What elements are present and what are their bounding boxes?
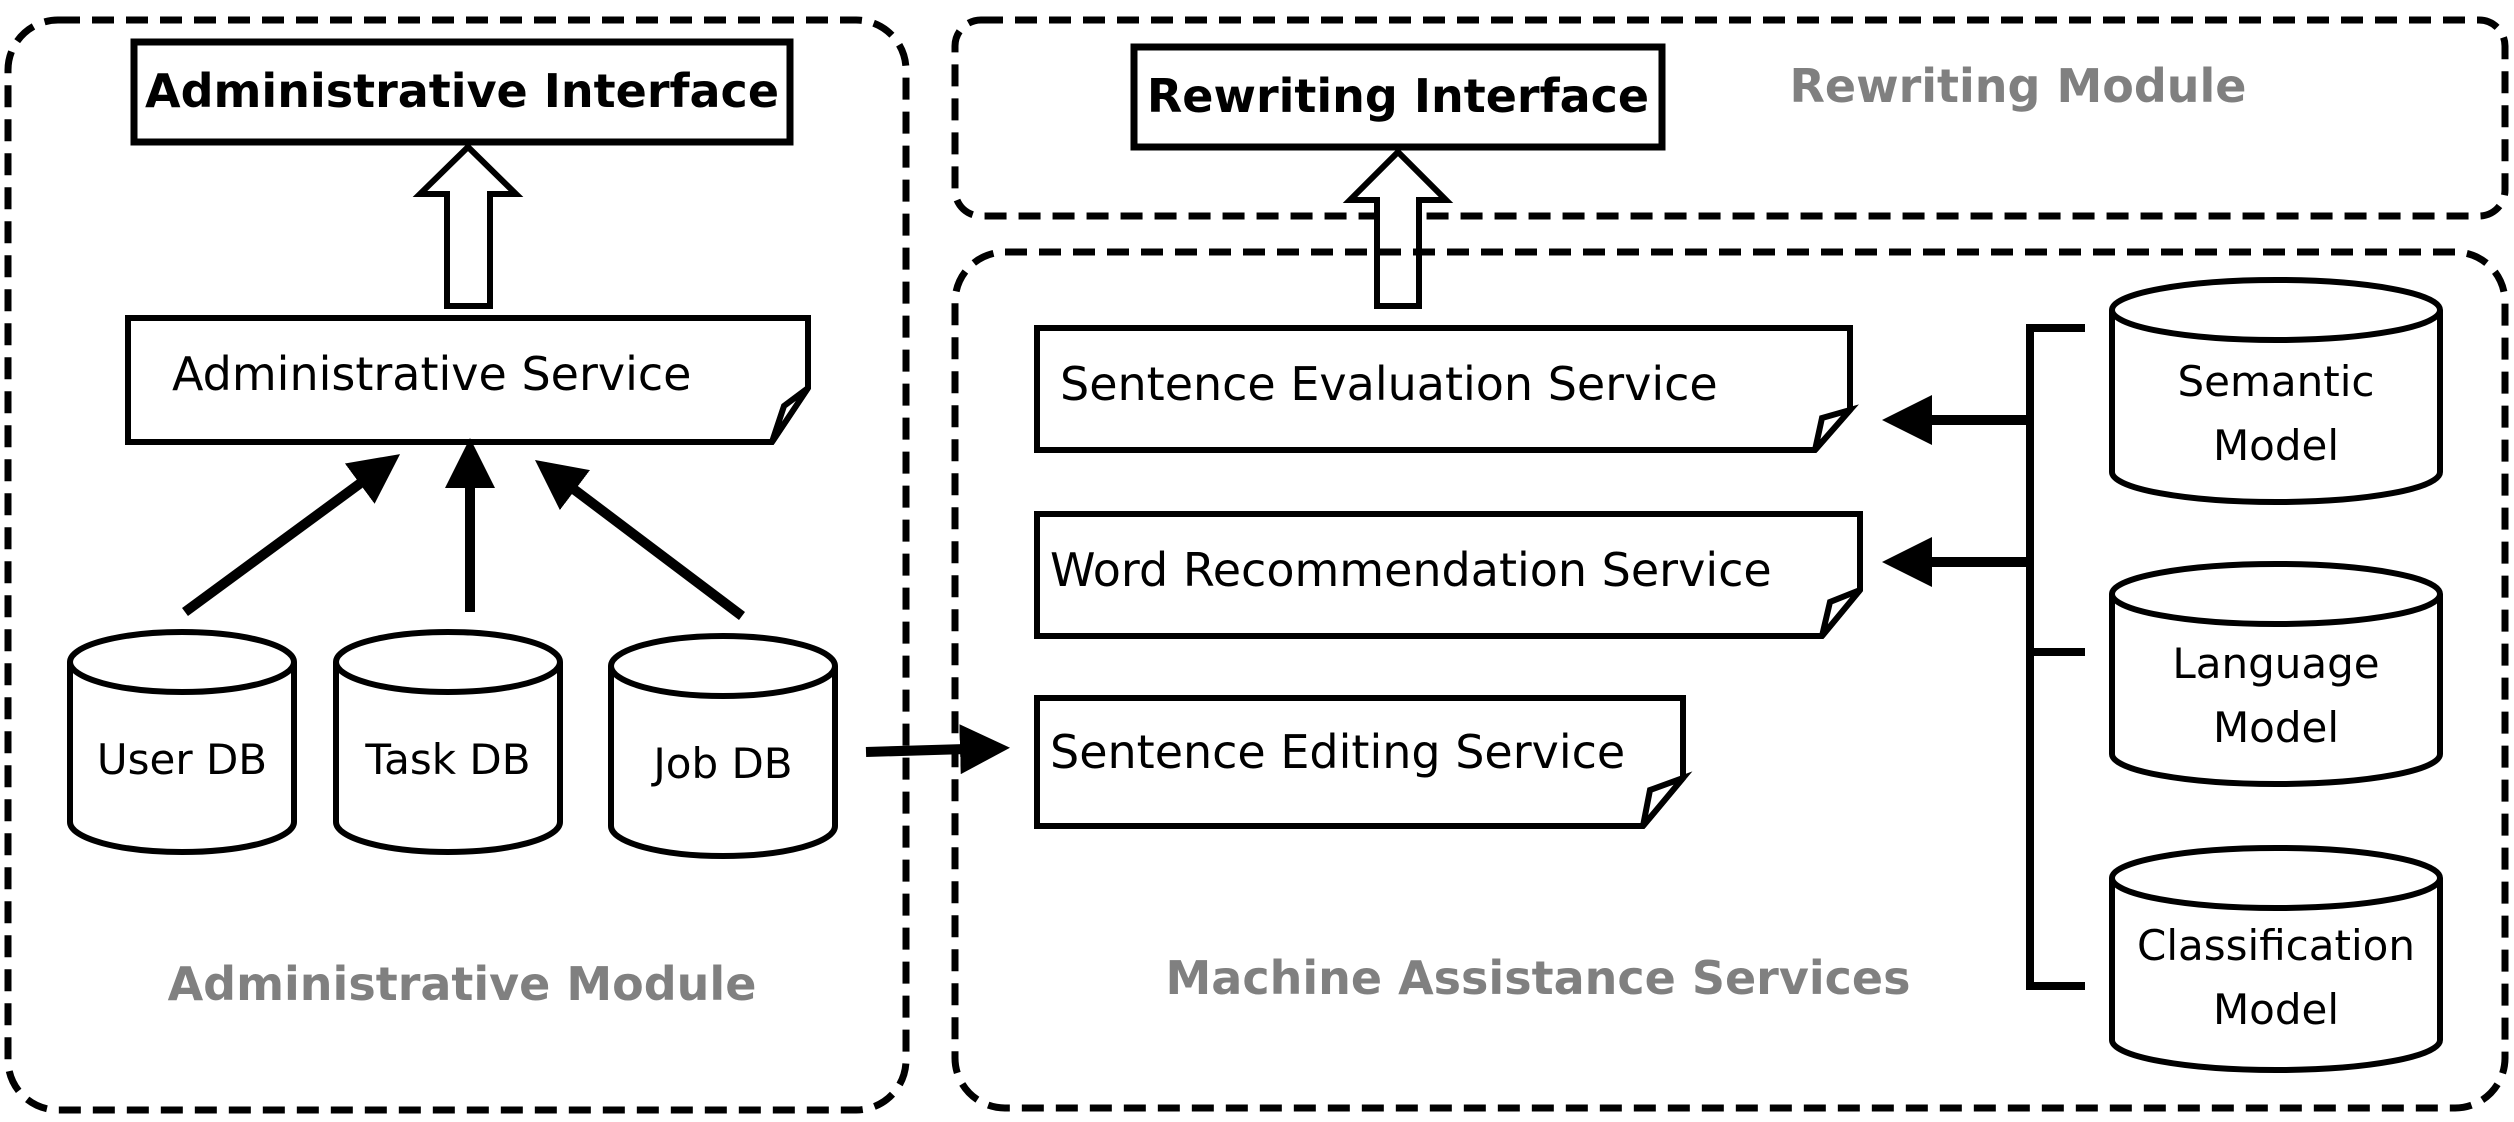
sentence-evaluation-service-label: Sentence Evaluation Service: [1060, 357, 1718, 411]
word-recommendation-service-doc-fold: [1819, 587, 1863, 638]
job-db-to-sentence-editing-arrow: [865, 724, 1010, 775]
user-db-cylinder: [67, 629, 297, 855]
classification-model-label-line1: Classification: [2137, 921, 2415, 970]
classification-model-label-line2: Model: [2213, 985, 2339, 1034]
word-recommendation-service-label: Word Recommendation Service: [1050, 543, 1772, 597]
rewriting-interface-label: Rewriting Interface: [1147, 69, 1649, 123]
language-model-label-line2: Model: [2213, 703, 2339, 752]
administrative-interface-box: [130, 38, 794, 146]
classification-model-cylinder: [2109, 845, 2443, 1073]
job-db-cylinder: [608, 633, 838, 859]
administrative-interface-label: Administrative Interface: [145, 64, 779, 118]
language-model-cylinder: [2109, 561, 2443, 787]
task-db-label: Task DB: [364, 735, 530, 784]
rewriting-interface-box: [1130, 43, 1666, 151]
machine-assistance-label: Machine Assistance Services: [1166, 951, 1911, 1005]
semantic-model-cylinder: [2109, 277, 2443, 505]
administrative-service-label: Administrative Service: [172, 347, 691, 401]
job-db-to-admin-service-arrow: [535, 459, 746, 620]
sentence-editing-service-label: Sentence Editing Service: [1050, 725, 1625, 779]
rewriting-module-label: Rewriting Module: [1789, 59, 2246, 113]
administrative-module-frame: [4, 16, 910, 1114]
user-db-label: User DB: [97, 735, 267, 784]
rewriting-module-frame: [951, 16, 2509, 220]
models-bracket: [2026, 324, 2085, 990]
administrative-module-label: Administrative Module: [168, 957, 757, 1011]
sentence-evaluation-service-doc-fold: [1812, 404, 1859, 452]
administrative-service-doc-fold: [769, 385, 811, 444]
sentence-editing-service-doc-fold: [1640, 771, 1693, 828]
semantic-model-label-line2: Model: [2213, 421, 2339, 470]
admin-hollow-up-arrow: [412, 142, 524, 309]
language-model-label-line1: Language: [2172, 639, 2379, 688]
rewriting-hollow-up-arrow: [1342, 147, 1454, 309]
semantic-model-label-line1: Semantic: [2178, 357, 2375, 406]
task-db-cylinder: [333, 629, 563, 855]
machine-assistance-frame: [951, 248, 2509, 1112]
user-db-to-admin-service-arrow: [182, 454, 401, 617]
job-db-label: Job DB: [650, 739, 792, 788]
